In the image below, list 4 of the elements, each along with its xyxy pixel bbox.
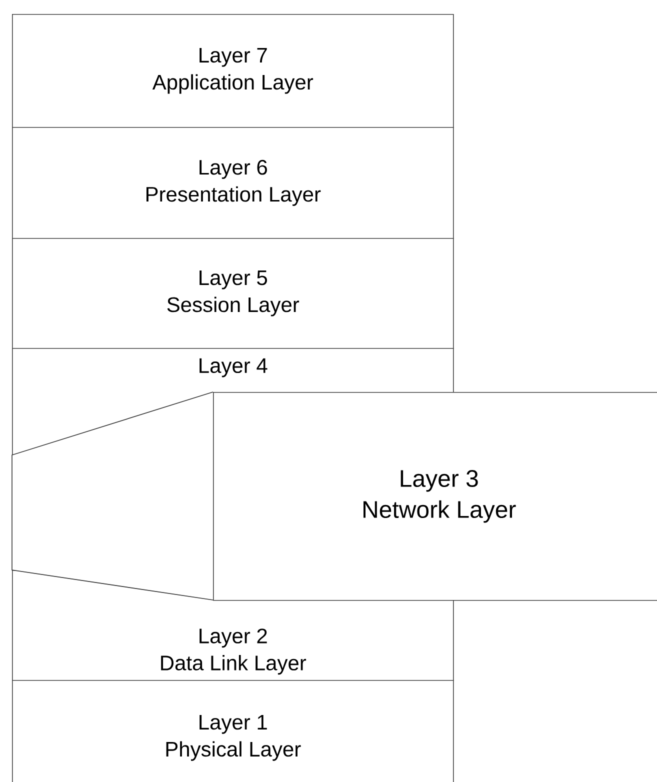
layer-box: Layer 7 Application Layer xyxy=(12,14,454,128)
layer-box: Layer 6 Presentation Layer xyxy=(12,127,454,239)
layer-box: Layer 1 Physical Layer xyxy=(12,680,454,782)
layer-box: Layer 5 Session Layer xyxy=(12,238,454,349)
